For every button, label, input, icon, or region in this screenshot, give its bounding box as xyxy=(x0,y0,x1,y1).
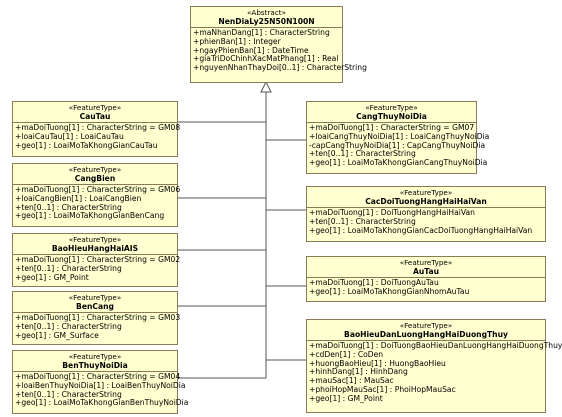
class-stereotype: «FeatureType» xyxy=(365,103,418,112)
class-header: «FeatureType» CangThuyNoiDia xyxy=(307,102,476,123)
class-name: CangBien xyxy=(74,174,116,183)
class-name: BaoHieuDanLuongHangHaiDuongThuy xyxy=(344,330,508,339)
class-header: «FeatureType» BaoHieuHangHaiAIS xyxy=(13,234,177,255)
class-attributes: +maDoiTuong[1] : CharacterString = GM02 … xyxy=(13,255,181,283)
attribute: +geo[1] : LoaiMoTaKhongGianBenCang xyxy=(15,211,165,221)
class-attributes: +maDoiTuong[1] : CharacterString = GM07 … xyxy=(307,123,490,169)
class-baohieudanluonghanghaiduongthuy: «FeatureType» BaoHieuDanLuongHangHaiDuon… xyxy=(306,319,562,413)
attribute: +ten[0..1] : CharacterString xyxy=(309,149,416,159)
class-stereotype: «FeatureType» xyxy=(399,188,453,197)
class-name: BenThuyNoiDia xyxy=(62,361,128,370)
attribute: +loaiCangThuyNoiDia[1] : LoaiCangThuyNoi… xyxy=(309,131,490,141)
attribute: -capCangThuyNoiDia[1] : CapCangThuyNoiDi… xyxy=(309,140,486,150)
class-attributes: +maDoiTuong[1] : CharacterString = GM08 … xyxy=(13,123,181,151)
attribute: +mauSac[1] : MauSac xyxy=(309,376,394,386)
attribute: +maDoiTuong[1] : CharacterString = GM02 xyxy=(15,255,181,264)
class-benthuynoidia: «FeatureType» BenThuyNoiDia +maDoiTuong[… xyxy=(12,350,189,414)
class-bencang: «FeatureType» BenCang +maDoiTuong[1] : C… xyxy=(12,291,181,345)
class-header: «FeatureType» CauTau xyxy=(13,102,177,123)
class-stereotype: «FeatureType» xyxy=(68,293,122,302)
class-cangbien: «FeatureType» CangBien +maDoiTuong[1] : … xyxy=(12,163,181,227)
attribute: +nguyenNhanThayDoi[0..1] : CharacterStri… xyxy=(193,63,367,73)
class-cautau: «FeatureType» CauTau +maDoiTuong[1] : Ch… xyxy=(12,101,181,157)
class-header: «Abstract» NenDiaLy25N50N100N xyxy=(191,7,342,28)
attribute: +phienBan[1] : Integer xyxy=(193,36,281,46)
class-baohieuhanghaiais: «FeatureType» BaoHieuHangHaiAIS +maDoiTu… xyxy=(12,233,181,287)
class-header: «FeatureType» CacDoiTuongHangHaiHaiVan xyxy=(307,187,545,208)
class-attributes: +maDoiTuong[1] : DoiTuongAuTau +geo[1] :… xyxy=(307,278,545,298)
class-cangthuynoidia: «FeatureType» CangThuyNoiDia +maDoiTuong… xyxy=(306,101,490,174)
attribute: +ten[0..1] : CharacterString xyxy=(15,263,122,273)
attribute: +geo[1] : LoaiMoTaKhongGianBenThuyNoiDia xyxy=(15,398,189,408)
attribute: +giaTriDoChinhXacMatPhang[1] : Real xyxy=(193,54,339,64)
attribute: +geo[1] : GM_Point xyxy=(309,393,383,403)
class-nendialy25n50n100n: «Abstract» NenDiaLy25N50N100N +maNhanDan… xyxy=(190,6,367,83)
class-stereotype: «FeatureType» xyxy=(399,321,453,330)
class-stereotype: «Abstract» xyxy=(247,8,286,17)
attribute: +phoiHopMauSac[1] : PhoiHopMauSac xyxy=(309,384,456,394)
class-header: «FeatureType» CangBien xyxy=(13,164,177,185)
attribute: +loaiBenThuyNoiDia[1] : LoaiBenThuyNoiDi… xyxy=(15,380,186,390)
class-attributes: +maDoiTuong[1] : CharacterString = GM04 … xyxy=(13,372,189,409)
attribute: +maDoiTuong[1] : CharacterString = GM06 xyxy=(15,185,181,194)
generalization-arrowhead xyxy=(260,80,272,93)
class-name: BaoHieuHangHaiAIS xyxy=(51,244,139,253)
class-header: «FeatureType» BaoHieuDanLuongHangHaiDuon… xyxy=(307,320,545,341)
class-name: CauTau xyxy=(79,112,111,121)
class-stereotype: «FeatureType» xyxy=(68,103,122,112)
attribute: +geo[1] : LoaiMoTaKhongGianNhomAuTau xyxy=(309,286,470,296)
attribute: +ngayPhienBan[1] : DateTime xyxy=(193,45,309,55)
class-stereotype: «FeatureType» xyxy=(68,235,122,244)
class-name: CangThuyNoiDia xyxy=(356,112,427,121)
attribute: +maDoiTuong[1] : CharacterString = GM07 xyxy=(309,123,475,132)
attribute: +maDoiTuong[1] : CharacterString = GM08 xyxy=(15,123,181,132)
class-header: «FeatureType» AuTau xyxy=(307,257,545,278)
class-stereotype: «FeatureType» xyxy=(68,352,122,361)
attribute: +ten[0..1] : CharacterString xyxy=(15,321,122,331)
class-attributes: +maDoiTuong[1] : DoiTuongHangHaiHaiVan +… xyxy=(307,208,545,236)
class-stereotype: «FeatureType» xyxy=(68,165,122,174)
attribute: +ten[0..1] : CharacterString xyxy=(309,216,416,226)
attribute: +maDoiTuong[1] : DoiTuongAuTau xyxy=(309,278,439,287)
attribute: +loaiCangBien[1] : LoaiCangBien xyxy=(15,193,142,203)
attribute: +ten[0..1] : CharacterString xyxy=(15,389,122,399)
attribute: +geo[1] : GM_Surface xyxy=(15,330,99,340)
class-cacdoituonghanghaihaivan: «FeatureType» CacDoiTuongHangHaiHaiVan +… xyxy=(306,186,546,242)
attribute: +geo[1] : LoaiMoTaKhongGianCangThuyNoiDi… xyxy=(309,158,488,168)
attribute: +huongBaoHieu[1] : HuongBaoHieu xyxy=(309,358,446,368)
attribute: +maDoiTuong[1] : DoiTuongHangHaiHaiVan xyxy=(309,208,475,217)
class-name: CacDoiTuongHangHaiHaiVan xyxy=(365,197,487,206)
class-stereotype: «FeatureType» xyxy=(399,258,453,267)
attribute: +geo[1] : GM_Point xyxy=(15,272,89,282)
attribute: +cdDen[1] : CoDen xyxy=(309,349,384,359)
class-name: AuTau xyxy=(412,267,439,276)
attribute: +geo[1] : LoaiMoTaKhongGianCacDoiTuongHa… xyxy=(309,225,533,235)
class-name: NenDiaLy25N50N100N xyxy=(218,17,315,26)
attribute: +maDoiTuong[1] : CharacterString = GM04 xyxy=(15,372,181,381)
class-autau: «FeatureType» AuTau +maDoiTuong[1] : Doi… xyxy=(306,256,546,302)
class-attributes: +maNhanDang[1] : CharacterString +phienB… xyxy=(191,28,367,74)
attribute: +maDoiTuong[1] : DoiTuongBaoHieuDanLuong… xyxy=(309,341,562,350)
attribute: +maDoiTuong[1] : CharacterString = GM03 xyxy=(15,313,181,322)
attribute: +ten[0..1] : CharacterString xyxy=(15,202,122,212)
class-attributes: +maDoiTuong[1] : CharacterString = GM03 … xyxy=(13,313,181,341)
attribute: +loaiCauTau[1] : LoaiCauTau xyxy=(15,131,124,141)
class-name: BenCang xyxy=(76,302,114,311)
class-header: «FeatureType» BenCang xyxy=(13,292,177,313)
class-header: «FeatureType» BenThuyNoiDia xyxy=(13,351,177,372)
attribute: +maNhanDang[1] : CharacterString xyxy=(193,28,330,37)
class-attributes: +maDoiTuong[1] : CharacterString = GM06 … xyxy=(13,185,181,222)
attribute: +hinhDang[1] : HinhDang xyxy=(309,367,408,377)
class-attributes: +maDoiTuong[1] : DoiTuongBaoHieuDanLuong… xyxy=(307,341,562,405)
attribute: +geo[1] : LoaiMoTaKhongGianCauTau xyxy=(15,140,158,150)
